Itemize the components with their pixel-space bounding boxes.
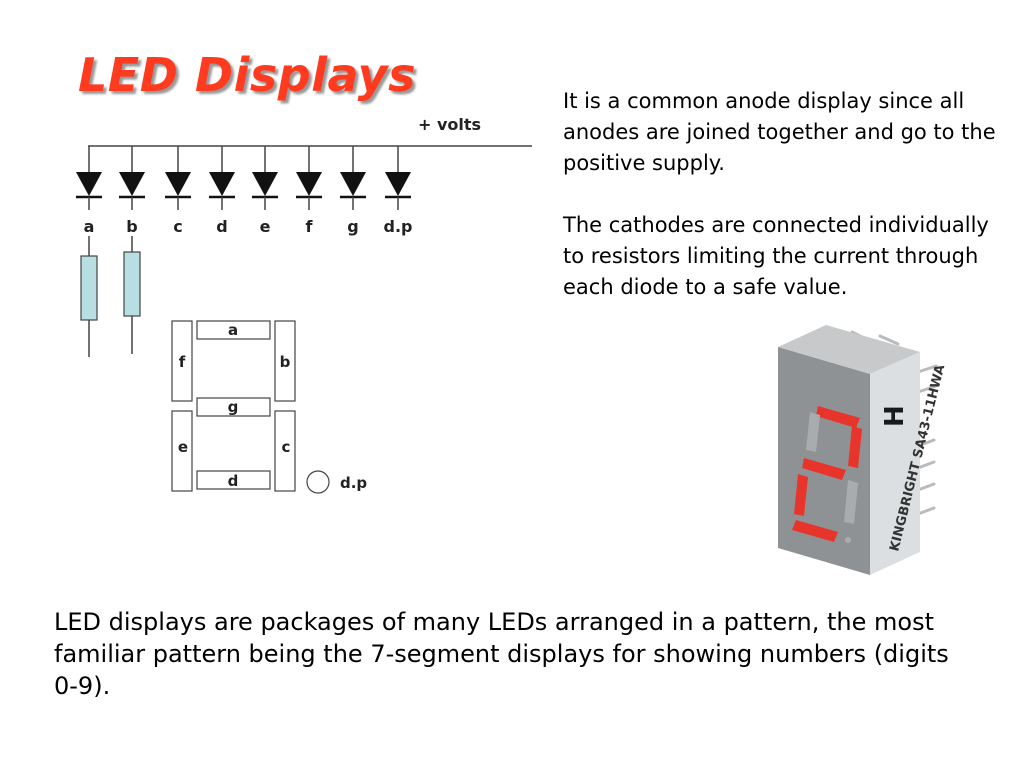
unlit-segments <box>806 412 858 543</box>
brand-logo: H <box>880 405 910 427</box>
svg-text:f: f <box>179 353 186 371</box>
diode-label: b <box>126 217 137 236</box>
diode-label: g <box>347 217 358 236</box>
svg-text:d.p: d.p <box>340 474 367 492</box>
svg-text:e: e <box>178 438 188 456</box>
package-pins <box>850 330 938 516</box>
diode-row: a b c d e f g d.p <box>76 146 412 236</box>
resistor-b <box>123 236 141 354</box>
diode-label: a <box>84 217 95 236</box>
svg-text:a: a <box>228 321 238 339</box>
diode-g: g <box>340 146 366 236</box>
diode-label: c <box>173 217 182 236</box>
segment-g: g <box>196 397 271 417</box>
package-side <box>870 352 920 575</box>
segment-c: c <box>274 410 296 492</box>
diode-label: d <box>216 217 227 236</box>
svg-text:g: g <box>228 398 239 416</box>
anode-paragraph: It is a common anode display since all a… <box>563 89 996 175</box>
led-display-photo: H KINGBRIGHT SA43-11HWA <box>778 325 948 575</box>
decimal-point: d.p <box>306 470 367 494</box>
common-anode-circuit: + volts a b c d e f g d.p <box>76 115 532 357</box>
diode-c: c <box>165 146 191 236</box>
slide-title: LED Displays <box>78 48 416 102</box>
supply-label: + volts <box>418 115 481 134</box>
diode-label: d.p <box>384 217 413 236</box>
diode-label: e <box>260 217 271 236</box>
diode-b: b <box>119 146 145 236</box>
svg-text:c: c <box>282 438 291 456</box>
segment-b: b <box>274 320 296 402</box>
diode-f: f <box>296 146 322 236</box>
diode-e: e <box>252 146 278 236</box>
intro-paragraph: LED displays are packages of many LEDs a… <box>54 608 949 700</box>
diode-a: a <box>76 146 102 236</box>
svg-text:b: b <box>280 353 291 371</box>
segment-d: d <box>196 470 271 490</box>
diode-d: d <box>209 146 235 236</box>
segment-f: f <box>171 320 193 402</box>
cathode-paragraph: The cathodes are connected individually … <box>563 213 989 299</box>
svg-text:d: d <box>228 472 239 490</box>
resistor-a <box>80 236 98 357</box>
bottom-text: LED displays are packages of many LEDs a… <box>54 606 974 702</box>
segment-e: e <box>171 410 193 492</box>
diode-dp: d.p <box>384 146 413 236</box>
package-top <box>778 325 920 374</box>
lit-segments <box>792 406 862 542</box>
segment-a: a <box>196 320 271 340</box>
segment-layout-diagram: a b f g e c d d.p <box>171 320 367 494</box>
diode-label: f <box>306 217 314 236</box>
side-text: It is a common anode display since all a… <box>563 86 1003 334</box>
